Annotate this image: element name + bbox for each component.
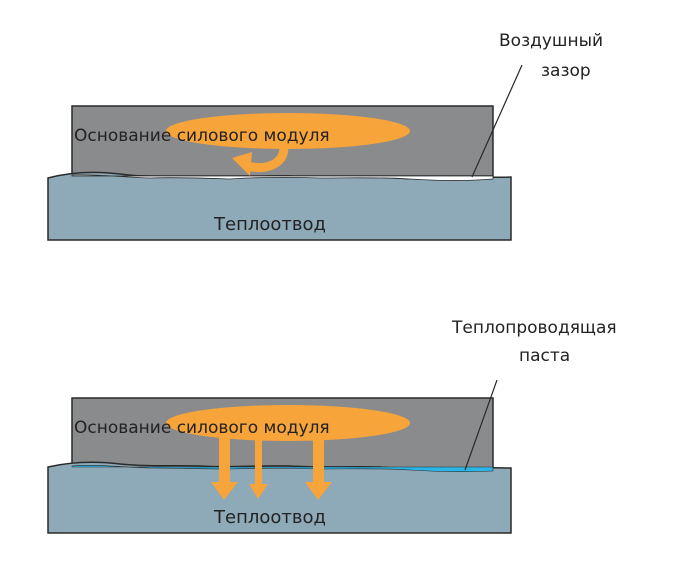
bottom-callout-line2: паста [519,346,570,366]
top-callout-line1: Воздушный [499,31,603,51]
top-heatsink-label: Теплоотвод [213,214,326,235]
top-base-label: Основание силового модуля [74,126,330,146]
bottom-heat-arrow-left [211,436,238,500]
bottom-heat-arrow-right [305,436,332,500]
top-heat-return-arrow [232,135,289,176]
bottom-callout-line1: Теплопроводящая [451,318,617,338]
bottom-heat-arrow-middle [249,436,268,499]
bottom-heat-ellipse [166,405,410,441]
top-callout-line2: зазор [541,61,591,81]
top-callout-line [471,64,523,178]
bottom-panel: Основание силового модуля Теплоотвод Теп… [47,318,617,534]
bottom-base-label: Основание силового модуля [74,418,330,438]
top-panel: Основание силового модуля Теплоотвод Воз… [47,31,603,241]
bottom-thermal-paste [71,465,494,472]
bottom-callout-line [464,379,498,471]
top-air-gap [71,174,494,181]
bottom-heatsink-label: Теплоотвод [213,507,326,528]
top-heat-ellipse [166,113,410,149]
